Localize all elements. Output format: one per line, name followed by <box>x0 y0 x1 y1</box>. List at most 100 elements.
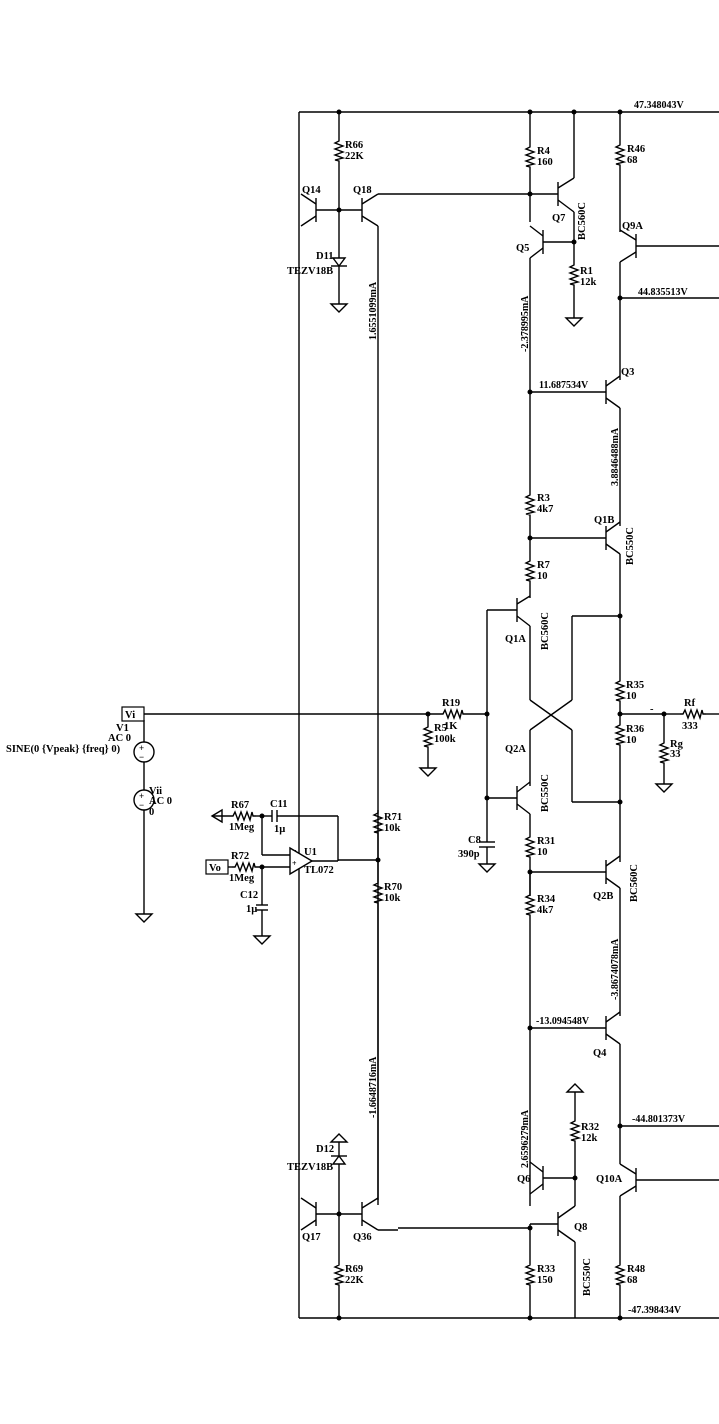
q10a-label: Q10A <box>596 1174 623 1185</box>
r34-ref: R34 <box>537 894 556 905</box>
r31-ref: R31 <box>537 836 555 847</box>
q9a-label: Q9A <box>622 221 643 232</box>
i-q18-label: 1.6551099mA <box>368 281 379 340</box>
q2b-label: Q2B <box>593 891 613 902</box>
r33-ref: R33 <box>537 1264 555 1275</box>
dc-servo <box>210 808 383 1200</box>
svg-text:+: + <box>292 859 297 868</box>
v-q9a-label: 44.835513V <box>638 287 689 298</box>
rg-value: 33 <box>670 749 681 760</box>
vi-port[interactable]: Vi <box>121 706 145 722</box>
ground-r1 <box>565 309 583 327</box>
top-current-source <box>300 112 530 1205</box>
r70-ref: R70 <box>384 882 402 893</box>
r32-value: 12k <box>581 1133 598 1144</box>
i-q3-label: 3.8846488mA <box>610 427 621 486</box>
d11-ref: D11 <box>316 251 334 262</box>
r71-value: 10k <box>384 823 401 834</box>
v-q3-label: 11.687534V <box>539 380 589 391</box>
c11-value: 1µ <box>274 824 285 835</box>
q4-label: Q4 <box>593 1048 607 1059</box>
r48-value: 68 <box>627 1275 638 1286</box>
v1-value: SINE(0 {Vpeak} {freq} 0) <box>6 744 121 755</box>
r66-value: 22K <box>345 151 365 162</box>
ground-rg <box>655 775 673 793</box>
q1a-model: BC560C <box>540 612 551 650</box>
i-q36-label: -1.6648716mA <box>368 1056 379 1118</box>
feedback-network <box>615 677 719 862</box>
c8-ref: C8 <box>468 835 481 846</box>
svg-text:+: + <box>139 791 144 801</box>
c11-ref: C11 <box>270 799 288 810</box>
supply-rails <box>298 111 719 1319</box>
vii-ref: Vii <box>149 786 162 797</box>
bottom-current-mirror <box>398 1100 580 1318</box>
r7-value: 10 <box>537 571 548 582</box>
r32-ref: R32 <box>581 1122 599 1133</box>
vii-value: 0 <box>149 807 154 818</box>
rf-value: 333 <box>682 721 698 732</box>
input-network <box>133 709 487 906</box>
r46-ref: R46 <box>627 144 645 155</box>
r69-ref: R69 <box>345 1264 363 1275</box>
q2a-model: BC550C <box>540 774 551 812</box>
q36-label: Q36 <box>353 1232 372 1243</box>
q3-label: Q3 <box>621 367 634 378</box>
vo-port-label: Vo <box>209 863 221 874</box>
q2a-label: Q2A <box>505 744 526 755</box>
ground-r32 <box>566 1083 584 1101</box>
q14-label: Q14 <box>302 185 321 196</box>
r5-ref: R5 <box>434 723 447 734</box>
i-q5-label: -2.378995mA <box>520 295 531 352</box>
rg-ref: Rg <box>670 739 684 750</box>
r3-ref: R3 <box>537 493 550 504</box>
r3-value: 4k7 <box>537 504 553 515</box>
r7-ref: R7 <box>537 560 550 571</box>
q5-label: Q5 <box>516 243 529 254</box>
r35-value: 10 <box>626 691 637 702</box>
r5-value: 100k <box>434 734 456 745</box>
svg-text:+: + <box>139 743 144 753</box>
r36-ref: R36 <box>626 724 644 735</box>
r1-value: 12k <box>580 277 597 288</box>
ground-c12 <box>253 927 271 945</box>
ground-vii <box>135 905 153 923</box>
i-q6-label: 2.6596279mA <box>520 1109 531 1168</box>
r70-value: 10k <box>384 893 401 904</box>
r36-value: 10 <box>626 735 637 746</box>
input-pair <box>479 595 620 896</box>
vo-port[interactable]: Vo <box>205 859 229 875</box>
v-top-label: 47.348043V <box>634 100 685 111</box>
q7-model: BC560C <box>577 202 588 240</box>
c12-ref: C12 <box>240 890 258 901</box>
v-q10a-label: -44.801373V <box>632 1114 686 1125</box>
ground-d11 <box>330 295 348 313</box>
r69-value: 22K <box>345 1275 365 1286</box>
r1-ref: R1 <box>580 266 593 277</box>
ground-c8 <box>478 855 496 873</box>
q1b-label: Q1B <box>594 515 614 526</box>
svg-text:−: − <box>139 800 144 810</box>
d12-value: TEZV18B <box>287 1162 333 1173</box>
v-q4-label: -13.094548V <box>536 1016 590 1027</box>
bottom-gain-stage <box>525 855 719 1318</box>
r19-ref: R19 <box>442 698 460 709</box>
r35-ref: R35 <box>626 680 644 691</box>
r34-value: 4k7 <box>537 905 553 916</box>
r46-value: 68 <box>627 155 638 166</box>
r72-value: 1Meg <box>229 873 255 884</box>
top-gain-stage <box>525 112 579 392</box>
q1a-label: Q1A <box>505 634 526 645</box>
minus-sign: - <box>650 704 654 715</box>
c8-value: 390p <box>458 849 480 860</box>
r67-value: 1Meg <box>229 822 255 833</box>
q6-label: Q6 <box>517 1174 530 1185</box>
r72-ref: R72 <box>231 851 249 862</box>
q7-label: Q7 <box>552 213 565 224</box>
r19-value: 1K <box>444 721 458 732</box>
ground-r5 <box>419 759 437 777</box>
svg-text:−: − <box>292 846 297 855</box>
v-bottom-label: -47.398434V <box>628 1305 682 1316</box>
r71-ref: R71 <box>384 812 402 823</box>
